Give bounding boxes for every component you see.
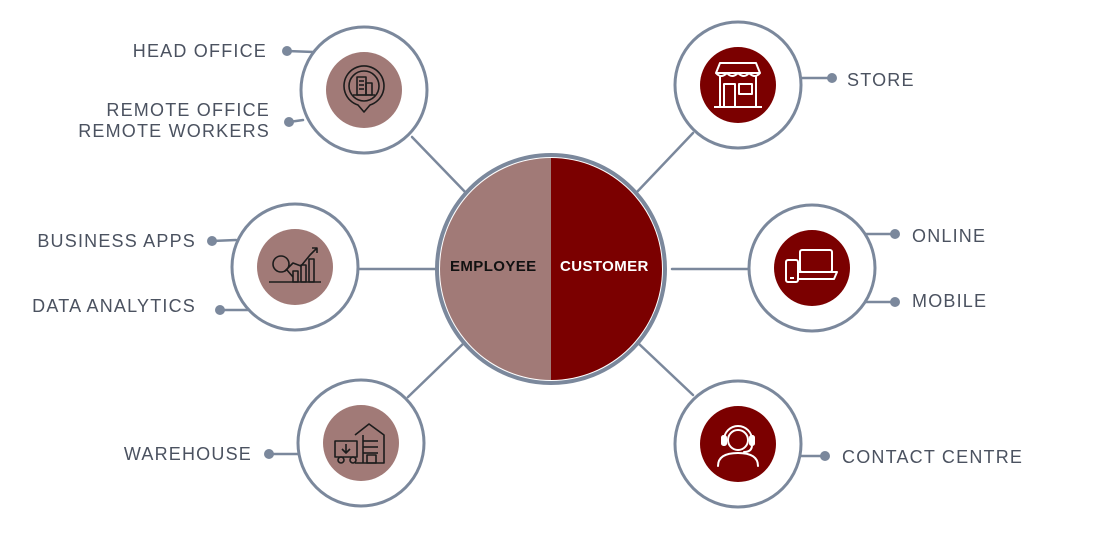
leader-dot-remote-office: [284, 117, 294, 127]
headset-agent-icon: [717, 425, 759, 467]
node-contact: [673, 379, 803, 509]
connector-contact: [636, 341, 695, 397]
label-store: STORE: [847, 70, 915, 90]
hub-customer-half: [551, 158, 662, 380]
label-mobile: MOBILE: [912, 291, 988, 311]
leader-dot-data-analytics: [215, 305, 225, 315]
label-contact-centre: CONTACT CENTRE: [842, 447, 1024, 467]
leader-dot-head-office: [282, 46, 292, 56]
connector-office: [410, 135, 470, 197]
label-remote-workers: REMOTE WORKERS: [78, 121, 270, 141]
connector-store: [634, 131, 695, 195]
hub-employee-half: [440, 158, 551, 380]
storefront-icon: [714, 62, 762, 108]
label-remote-office: REMOTE OFFICE: [106, 100, 270, 120]
label-business-apps: BUSINESS APPS: [37, 231, 196, 251]
analytics-chart-icon: [269, 247, 321, 283]
label-head-office: HEAD OFFICE: [132, 41, 267, 61]
hub: [435, 153, 667, 385]
label-warehouse: WAREHOUSE: [123, 444, 252, 464]
leader-dot-warehouse: [264, 449, 274, 459]
label-online: ONLINE: [912, 226, 987, 246]
laptop-phone-icon: [785, 249, 838, 283]
leader-dot-contact-centre: [820, 451, 830, 461]
connector-warehouse: [406, 339, 468, 399]
leader-dot-mobile: [890, 297, 900, 307]
label-data-analytics: DATA ANALYTICS: [32, 296, 196, 316]
hub-label-employee: EMPLOYEE: [450, 258, 537, 275]
node-warehouse: [296, 378, 426, 508]
leader-dot-store: [827, 73, 837, 83]
hub-label-customer: CUSTOMER: [560, 258, 649, 275]
warehouse-truck-icon: [334, 423, 385, 464]
leader-dot-online: [890, 229, 900, 239]
leader-dot-business-apps: [207, 236, 217, 246]
node-devices: [747, 203, 877, 333]
node-office: [299, 25, 429, 155]
office-building-location-icon: [343, 65, 385, 113]
node-analytics: [230, 202, 360, 332]
